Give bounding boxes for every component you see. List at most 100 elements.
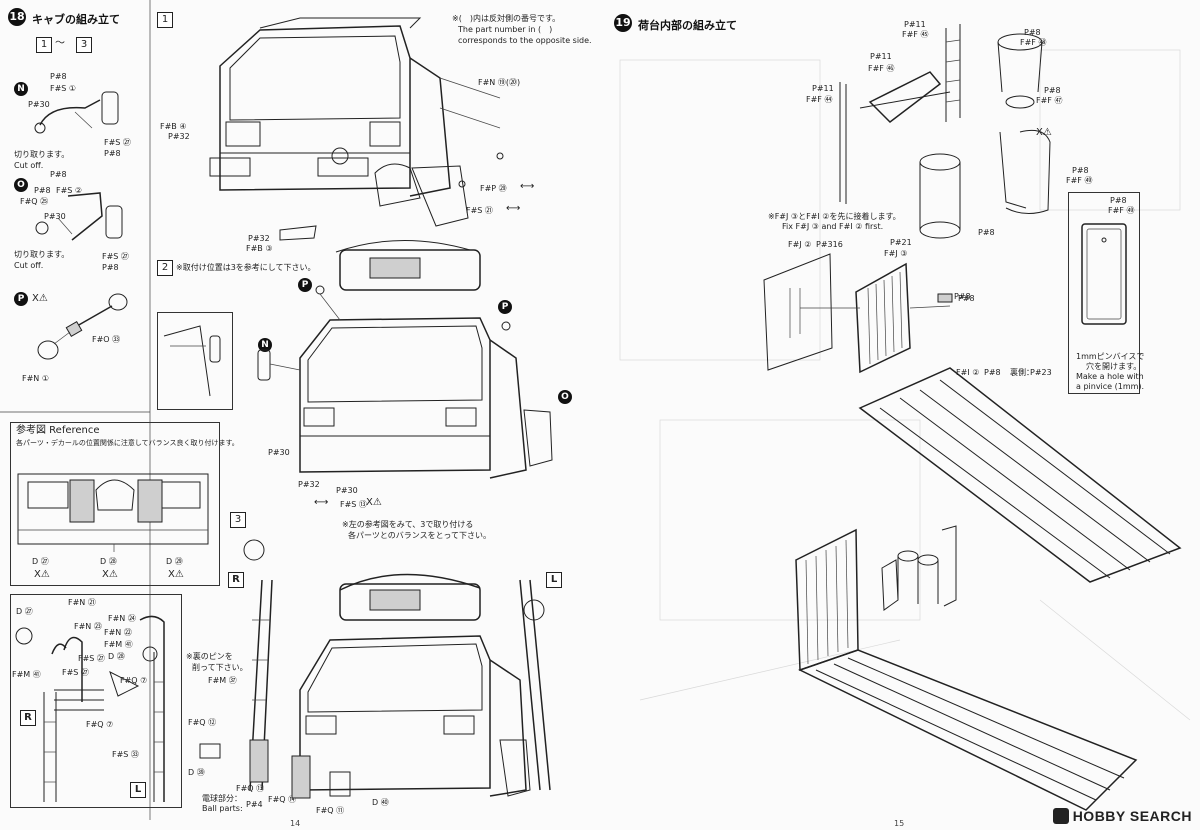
part-label: P#8 xyxy=(984,368,1001,377)
part-label: F#F ㊻ xyxy=(868,64,895,73)
panel-2-bottom-note-2: 各パーツとのバランスをとって下さい。 xyxy=(348,531,491,540)
part-label: F#M ㊶ xyxy=(12,670,41,679)
cab-drawing-2 xyxy=(257,240,553,479)
panel-2-note: ※取付け位置は3を参考にして下さい。 xyxy=(176,263,316,272)
part-label: P#30 xyxy=(268,448,290,457)
part-label: F#J ② xyxy=(788,240,812,249)
range-start: 1 xyxy=(36,37,52,53)
panel-1-label: 1 xyxy=(157,12,173,28)
arrow-icon: ⟷ xyxy=(314,497,329,508)
part-label: P#32 xyxy=(248,234,270,243)
part-label: F#N ① xyxy=(22,374,50,383)
part-label: F#S ㉗ xyxy=(62,668,89,677)
bed-drawing-1 xyxy=(763,253,1182,583)
part-label: P#21 xyxy=(890,238,912,247)
right-side-badge: R xyxy=(20,710,36,726)
step-badge: 19 xyxy=(614,14,632,32)
cut-note-jp: 切り取ります。 xyxy=(14,150,70,159)
logo-icon xyxy=(1052,808,1069,824)
sub-badge-o: O xyxy=(558,390,572,404)
part-label: F#Q ⑦ xyxy=(120,676,148,685)
part-label: P#8 xyxy=(50,72,67,81)
decal-label: D ㉙ xyxy=(166,557,183,566)
mirror-o-drawing xyxy=(35,192,123,241)
part-label: F#B ③ xyxy=(246,244,273,253)
part-label: F#N ㉑ xyxy=(68,598,96,607)
part-label: F#S ㉝ xyxy=(112,750,139,759)
part-label: P#8 xyxy=(1072,166,1089,175)
bed-drawing-2 xyxy=(795,525,1138,811)
left-page: 18 キャブの組み立て 1 ～ 3 N P#8 F#S ① P#30 F#S ㉗… xyxy=(0,0,601,830)
part-label: F#F ㊺ xyxy=(902,30,929,39)
sub-badge-n: N xyxy=(14,82,28,96)
sub-badge-p: P xyxy=(498,300,512,314)
part-label: P#8 xyxy=(978,228,995,237)
opposite-note-jp: ※( )内は反対側の番号です。 xyxy=(452,14,561,23)
part-label: F#F ㊽ xyxy=(1020,38,1047,47)
part-label: F#F ㊾ xyxy=(1066,176,1093,185)
part-label: P#32 xyxy=(298,480,320,489)
part-label: F#S ㉗ xyxy=(102,252,129,261)
part-label: F#S ② xyxy=(56,186,83,195)
opposite-note-en2: corresponds to the opposite side. xyxy=(458,36,592,45)
arrow-icon: ⟷ xyxy=(506,203,521,214)
range-sep: ～ xyxy=(55,38,65,49)
ladder-mirror-drawing xyxy=(15,615,165,802)
part-label: P#8 xyxy=(1110,196,1127,205)
part-label: F#N ⑲(⑳) xyxy=(478,78,521,87)
page-number: 15 xyxy=(894,819,905,828)
mirror-p-drawing xyxy=(37,293,128,360)
part-label: P#316 xyxy=(816,240,843,249)
part-label: F#S ① xyxy=(50,84,77,93)
part-label: F#S ㉑ xyxy=(466,206,493,215)
cab-drawing-3 xyxy=(199,539,551,799)
inset-box xyxy=(157,312,233,410)
bleed-through-background xyxy=(619,49,1191,721)
part-label: D ㉘ xyxy=(108,652,125,661)
pin-note-2: 削って下さい。 xyxy=(192,663,248,672)
hole-note-en1: Make a hole with xyxy=(1076,372,1144,381)
panel-2-label: 2 xyxy=(157,260,173,276)
cab-drawing-1 xyxy=(209,17,504,241)
fix-note-en: Fix F#J ③ and F#I ② first. xyxy=(782,222,884,231)
ball-parts-en: Ball parts: xyxy=(202,804,243,813)
sub-badge-p: P xyxy=(14,292,28,306)
arrow-icon: ⟷ xyxy=(520,181,535,192)
part-label: P#32 xyxy=(168,132,190,141)
watermark-text: HOBBY SEARCH xyxy=(1072,808,1192,824)
cut-note-en: Cut off. xyxy=(14,261,44,270)
pin-note-1: ※裏のピンを xyxy=(186,652,233,661)
step-badge: 18 xyxy=(8,8,26,26)
part-label: F#J ③ xyxy=(884,249,908,258)
part-label: P#11 xyxy=(812,84,834,93)
cut-note-en: Cut off. xyxy=(14,161,44,170)
cut-note-jp: 切り取ります。 xyxy=(14,250,70,259)
hole-panel-drawing xyxy=(1081,223,1127,325)
hole-note-jp2: 穴を開けます。 xyxy=(1086,362,1142,371)
reference-title: 参考図 Reference xyxy=(16,425,100,436)
part-label: F#S ㉗ xyxy=(78,654,105,663)
range-end: 3 xyxy=(76,37,92,53)
part-label: P#30 xyxy=(28,100,50,109)
hole-note-en2: a pinvice (1mm). xyxy=(1076,382,1145,391)
sub-badge-o: O xyxy=(14,178,28,192)
part-label: F#I ② xyxy=(956,368,980,377)
reference-box xyxy=(10,422,220,586)
sub-badge-n: N xyxy=(258,338,272,352)
part-label: D ㊵ xyxy=(372,798,389,807)
ball-parts-jp: 電球部分： xyxy=(202,794,242,803)
part-label: P#8 xyxy=(958,294,975,303)
warning-icon: X⚠ xyxy=(32,293,48,304)
right-page: 19 荷台内部の組み立て P#11 F#F ㊺ P#11 F#F ㊻ P#11 … xyxy=(600,0,1200,830)
part-label: F#F ㊾ xyxy=(1108,206,1135,215)
part-label: F#Q ⑭ xyxy=(268,795,297,804)
part-label: P#30 xyxy=(44,212,66,221)
reference-drawing xyxy=(17,473,209,552)
part-label: F#M ㊲ xyxy=(208,676,237,685)
decal-label: D ㉘ xyxy=(100,557,117,566)
back-label: 裏側： xyxy=(1010,368,1034,377)
part-label: F#B ④ xyxy=(160,122,187,131)
part-label: F#Q ⑦ xyxy=(86,720,114,729)
part-label: D ㊴ xyxy=(188,768,205,777)
part-label: P#8 xyxy=(104,149,121,158)
